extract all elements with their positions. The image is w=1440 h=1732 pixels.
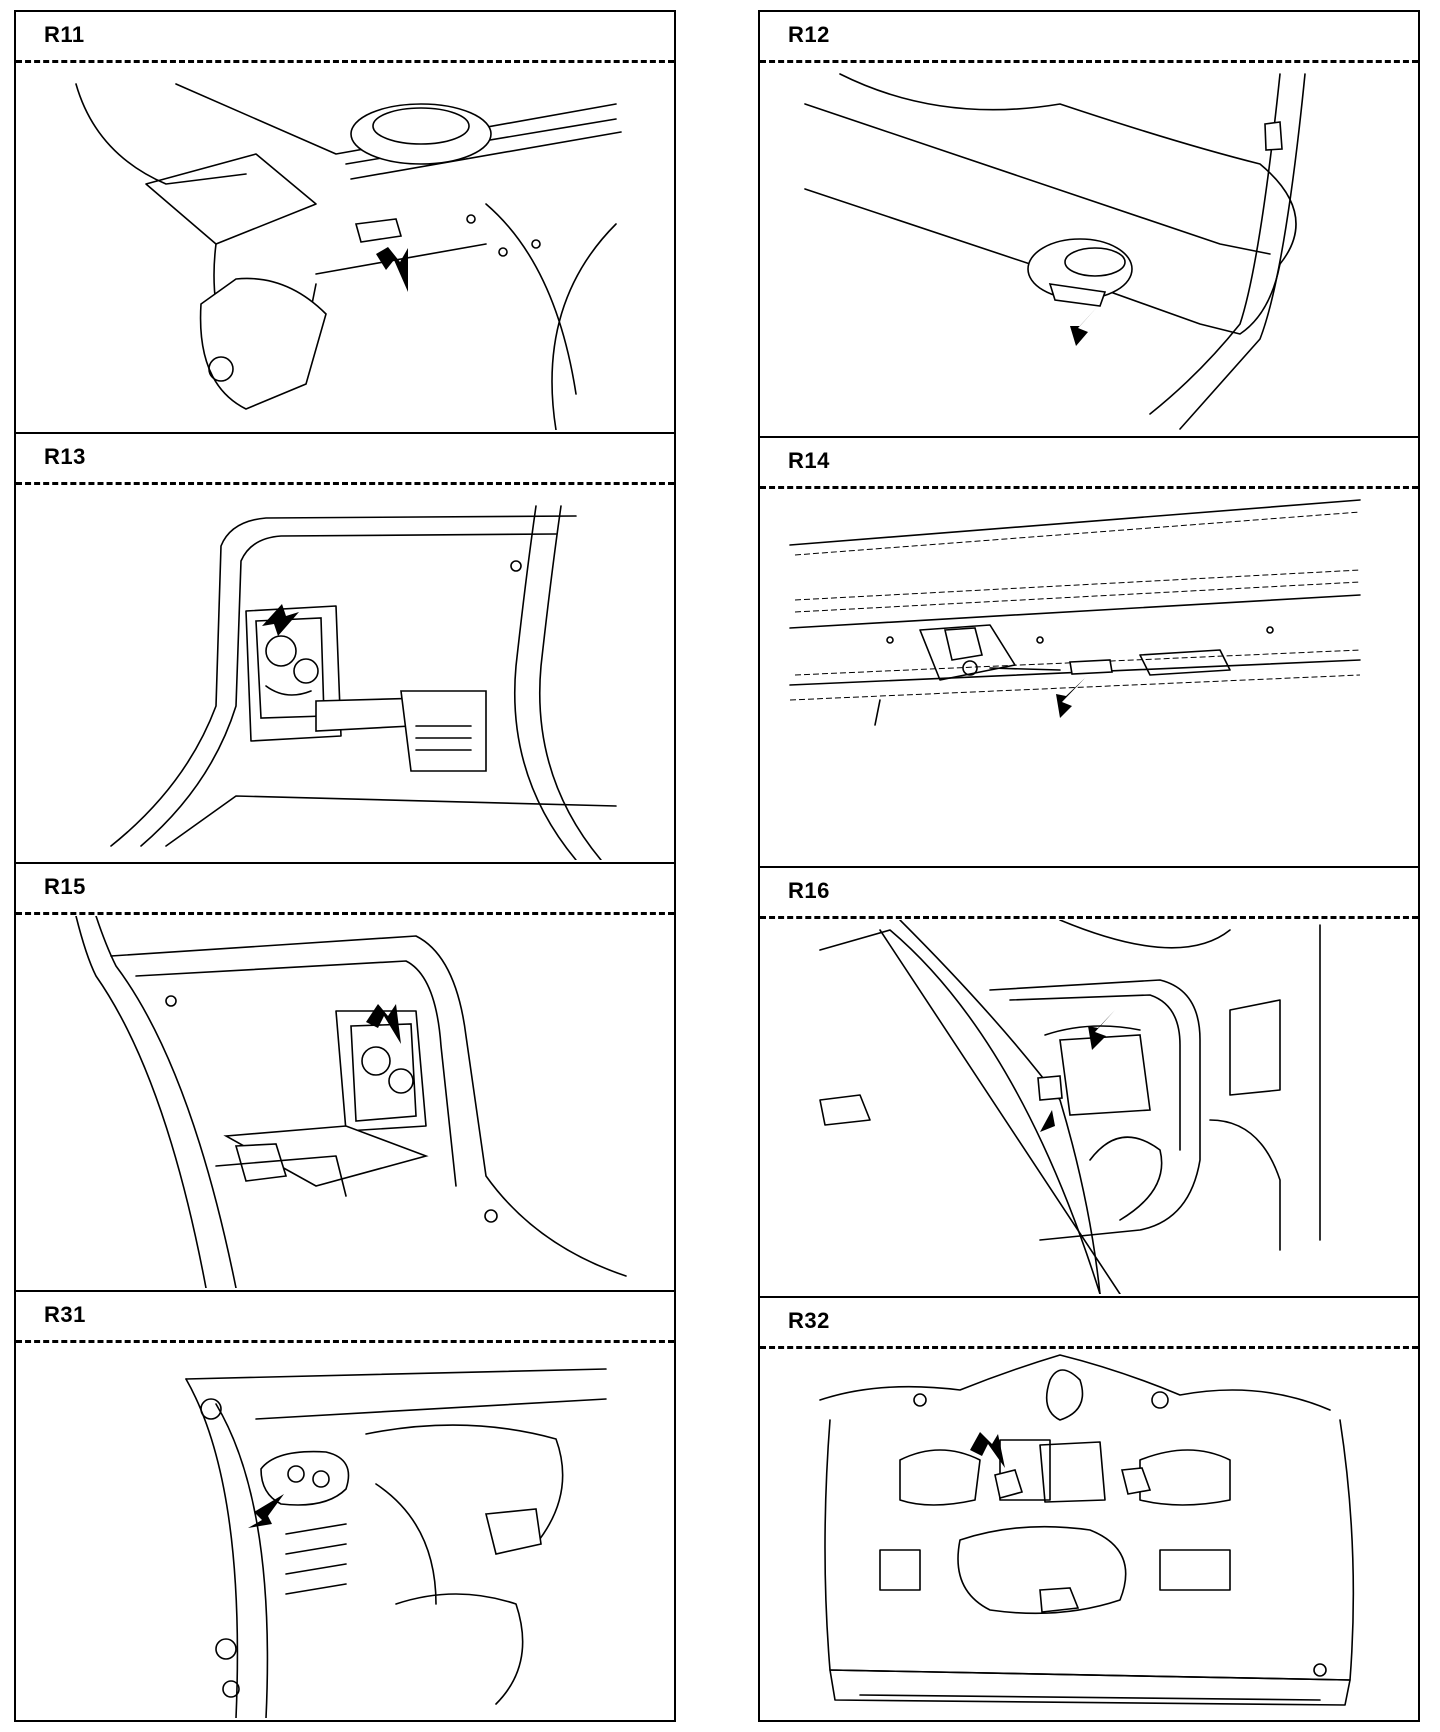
panel-divider [760, 1296, 1418, 1298]
label-divider [16, 1340, 674, 1343]
panel-r32: R32 [760, 1298, 1418, 1720]
panel-divider [16, 432, 674, 434]
panel-r13: R13 [16, 434, 674, 862]
label-divider [16, 912, 674, 915]
connector-illustration-r31 [16, 1344, 674, 1718]
panel-label-r14: R14 [788, 448, 830, 473]
label-divider [760, 486, 1418, 489]
left-column: R11 [14, 10, 676, 1722]
label-divider [760, 1346, 1418, 1349]
connector-illustration-r32 [760, 1350, 1418, 1718]
right-column: R12 R14 [758, 10, 1420, 1722]
label-divider [16, 482, 674, 485]
panel-divider [16, 1290, 674, 1292]
panel-r12: R12 [760, 12, 1418, 436]
label-divider [760, 60, 1418, 63]
panel-label-r13: R13 [44, 444, 86, 469]
panel-divider [760, 866, 1418, 868]
label-divider [760, 916, 1418, 919]
panel-r31: R31 [16, 1292, 674, 1720]
panel-divider [16, 862, 674, 864]
panel-r16: R16 [760, 868, 1418, 1296]
panel-label-r12: R12 [788, 22, 830, 47]
label-divider [16, 60, 674, 63]
panel-r15: R15 [16, 864, 674, 1290]
panel-r14: R14 [760, 438, 1418, 866]
panel-label-r32: R32 [788, 1308, 830, 1333]
connector-illustration-r14 [760, 490, 1418, 864]
panel-r11: R11 [16, 12, 674, 432]
panel-label-r11: R11 [44, 22, 85, 47]
panel-label-r16: R16 [788, 878, 830, 903]
connector-illustration-r12 [760, 64, 1418, 434]
panel-divider [760, 436, 1418, 438]
connector-illustration-r16 [760, 920, 1418, 1294]
panel-label-r15: R15 [44, 874, 86, 899]
panel-label-r31: R31 [44, 1302, 86, 1327]
connector-illustration-r15 [16, 916, 674, 1288]
connector-illustration-r13 [16, 486, 674, 860]
connector-illustration-r11 [16, 64, 674, 430]
